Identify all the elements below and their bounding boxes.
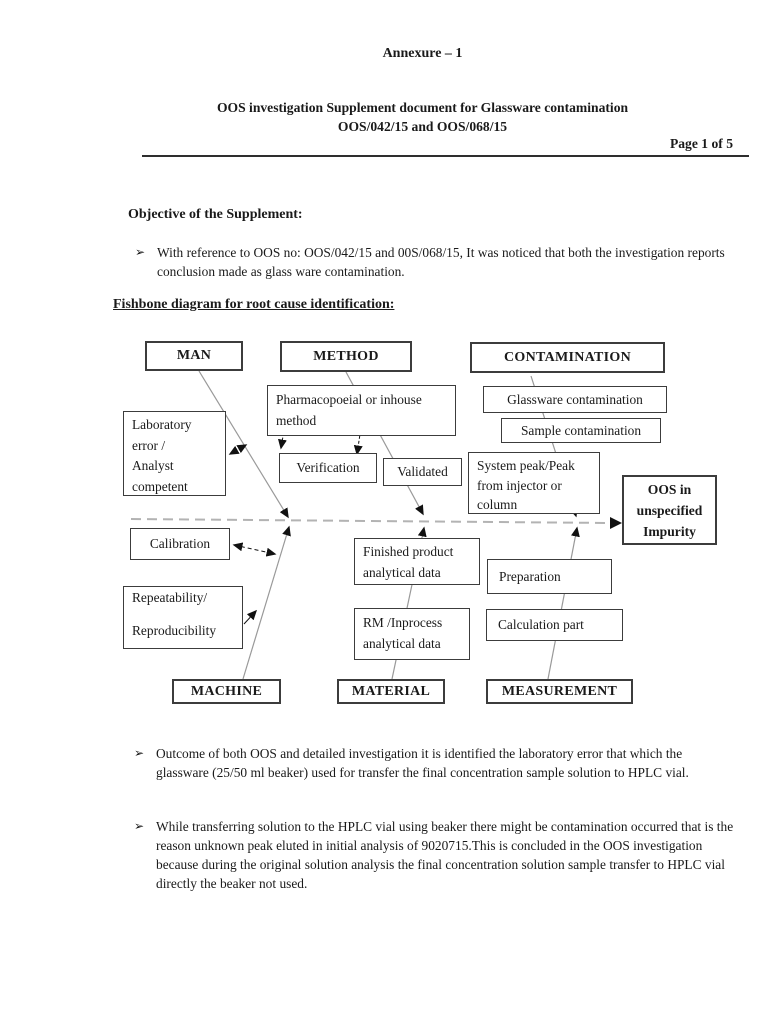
cause-box-verification: Verification [279,453,377,483]
effect-label: OOS in unspecified Impurity [636,481,703,539]
cause-box-rm-inprocess: RM /Inprocess analytical data [354,608,470,660]
bullet-arrow-icon: ➢ [134,819,145,833]
effect-box-oos-unspecified-impurity: OOS in unspecified Impurity [622,475,717,545]
page-number: Page 1 of 5 [669,136,733,151]
cause-label: RM /Inprocess analytical data [363,615,443,651]
category-box-contamination: CONTAMINATION [470,342,665,373]
cause-box-calibration: Calibration [130,528,230,560]
spine-line [130,518,613,524]
document-title-line2: OOS/042/15 and OOS/068/15 [337,118,508,134]
cause-label: Validated [397,464,448,479]
category-label: CONTAMINATION [503,349,632,365]
cause-box-laboratory-error: Laboratory error / Analyst competent [123,411,226,496]
category-box-method: METHOD [280,341,412,372]
document-title-line1: OOS investigation Supplement document fo… [216,100,629,115]
cause-box-pharmacopoeial-method: Pharmacopoeial or inhouse method [267,385,456,436]
transfer-bullet-text: While transferring solution to the HPLC … [156,819,734,891]
bullet-arrow-icon: ➢ [134,746,145,760]
fishbone-heading: Fishbone diagram for root cause identifi… [113,297,395,312]
cause-box-validated: Validated [383,458,462,486]
cause-label: Finished product analytical data [363,544,454,580]
cause-label: Sample contamination [520,422,642,438]
cause-box-finished-product: Finished product analytical data [354,538,480,585]
category-label: MACHINE [190,683,263,699]
bullet-arrow-icon: ➢ [135,245,146,259]
cause-box-repeatability: Repeatability/ Reproducibility [123,586,243,649]
category-box-man: MAN [145,341,243,371]
outcome-bullet: ➢ Outcome of both OOS and detailed inves… [134,744,738,782]
cause-label: Calculation part [498,617,584,632]
category-label: METHOD [313,348,379,364]
cause-box-sample-contamination: Sample contamination [501,418,661,443]
lab-error-connector-arrow [228,444,248,455]
objective-bullet-text: With reference to OOS no: OOS/042/15 and… [157,245,725,279]
category-box-material: MATERIAL [337,679,445,704]
calibration-connector-arrow [232,542,277,557]
category-label: MAN [176,348,212,363]
man-branch-line [198,370,289,519]
cause-label: System peak/Peak from injector or column [477,458,575,512]
header-rule [142,155,749,157]
cause-box-calculation-part: Calculation part [486,609,623,641]
cause-label: Pharmacopoeial or inhouse method [276,392,422,428]
transfer-bullet: ➢ While transferring solution to the HPL… [134,817,738,893]
cause-label: Calibration [149,536,211,551]
annexure-title: Annexure – 1 [382,46,463,61]
objective-heading: Objective of the Supplement: [128,207,303,222]
category-box-measurement: MEASUREMENT [486,679,633,704]
category-label: MEASUREMENT [501,683,618,699]
outcome-bullet-text: Outcome of both OOS and detailed investi… [156,746,689,780]
cause-label: Glassware contamination [507,391,643,407]
document-title: OOS investigation Supplement document fo… [95,99,750,136]
cause-label: Verification [296,460,360,475]
category-label: MATERIAL [351,683,431,699]
spine-arrow-icon [610,517,622,529]
cause-label: Repeatability/ Reproducibility [132,590,217,638]
category-box-machine: MACHINE [172,679,281,704]
measurement-branch-line [547,526,580,680]
cause-box-system-peak: System peak/Peak from injector or column [468,452,600,514]
cause-box-glassware-contamination: Glassware contamination [483,386,667,413]
machine-branch-line [242,525,291,680]
repeatability-connector-arrow [243,609,258,625]
cause-box-preparation: Preparation [487,559,612,594]
objective-bullet: ➢ With reference to OOS no: OOS/042/15 a… [135,243,735,281]
cause-label: Laboratory error / Analyst competent [132,417,192,494]
cause-label: Preparation [499,568,561,584]
